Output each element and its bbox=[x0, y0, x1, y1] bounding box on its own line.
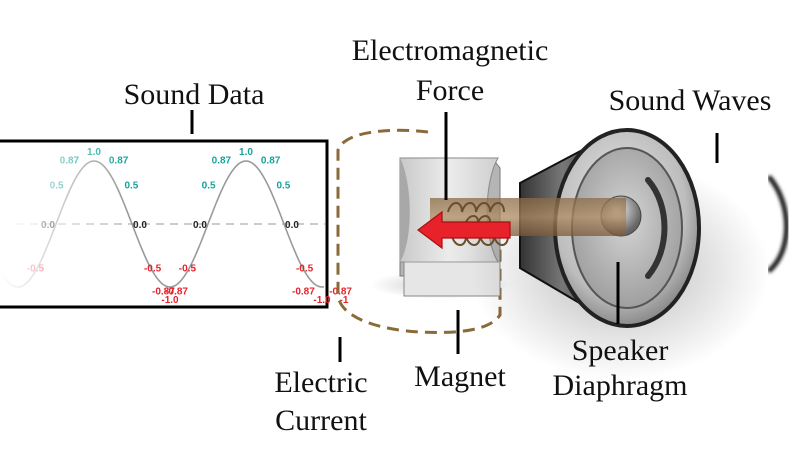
label-electric-line2: Current bbox=[275, 404, 367, 437]
label-em-force-line1: Electromagnetic bbox=[352, 34, 549, 67]
sound-data-panel: 1.00.870.870.50.50.00.0-0.5-0.5-0.87-0.8… bbox=[0, 139, 352, 309]
sound-wave-arc bbox=[767, 175, 789, 273]
label-em-force-line2: Force bbox=[416, 74, 484, 107]
fade-overlay bbox=[0, 143, 330, 305]
label-speaker-line1: Speaker bbox=[572, 334, 669, 367]
label-speaker-line2: Diaphragm bbox=[553, 369, 688, 402]
electric-current-loop bbox=[336, 128, 502, 334]
label-sound-waves: Sound Waves bbox=[609, 84, 772, 117]
label-sound-data: Sound Data bbox=[124, 78, 265, 111]
waveform-value-label: -0.87 bbox=[329, 287, 352, 298]
label-electric-line1: Electric bbox=[274, 366, 367, 399]
label-magnet: Magnet bbox=[414, 360, 506, 393]
force-arrow bbox=[417, 210, 511, 250]
waveform-value-label: -1 bbox=[340, 295, 349, 306]
